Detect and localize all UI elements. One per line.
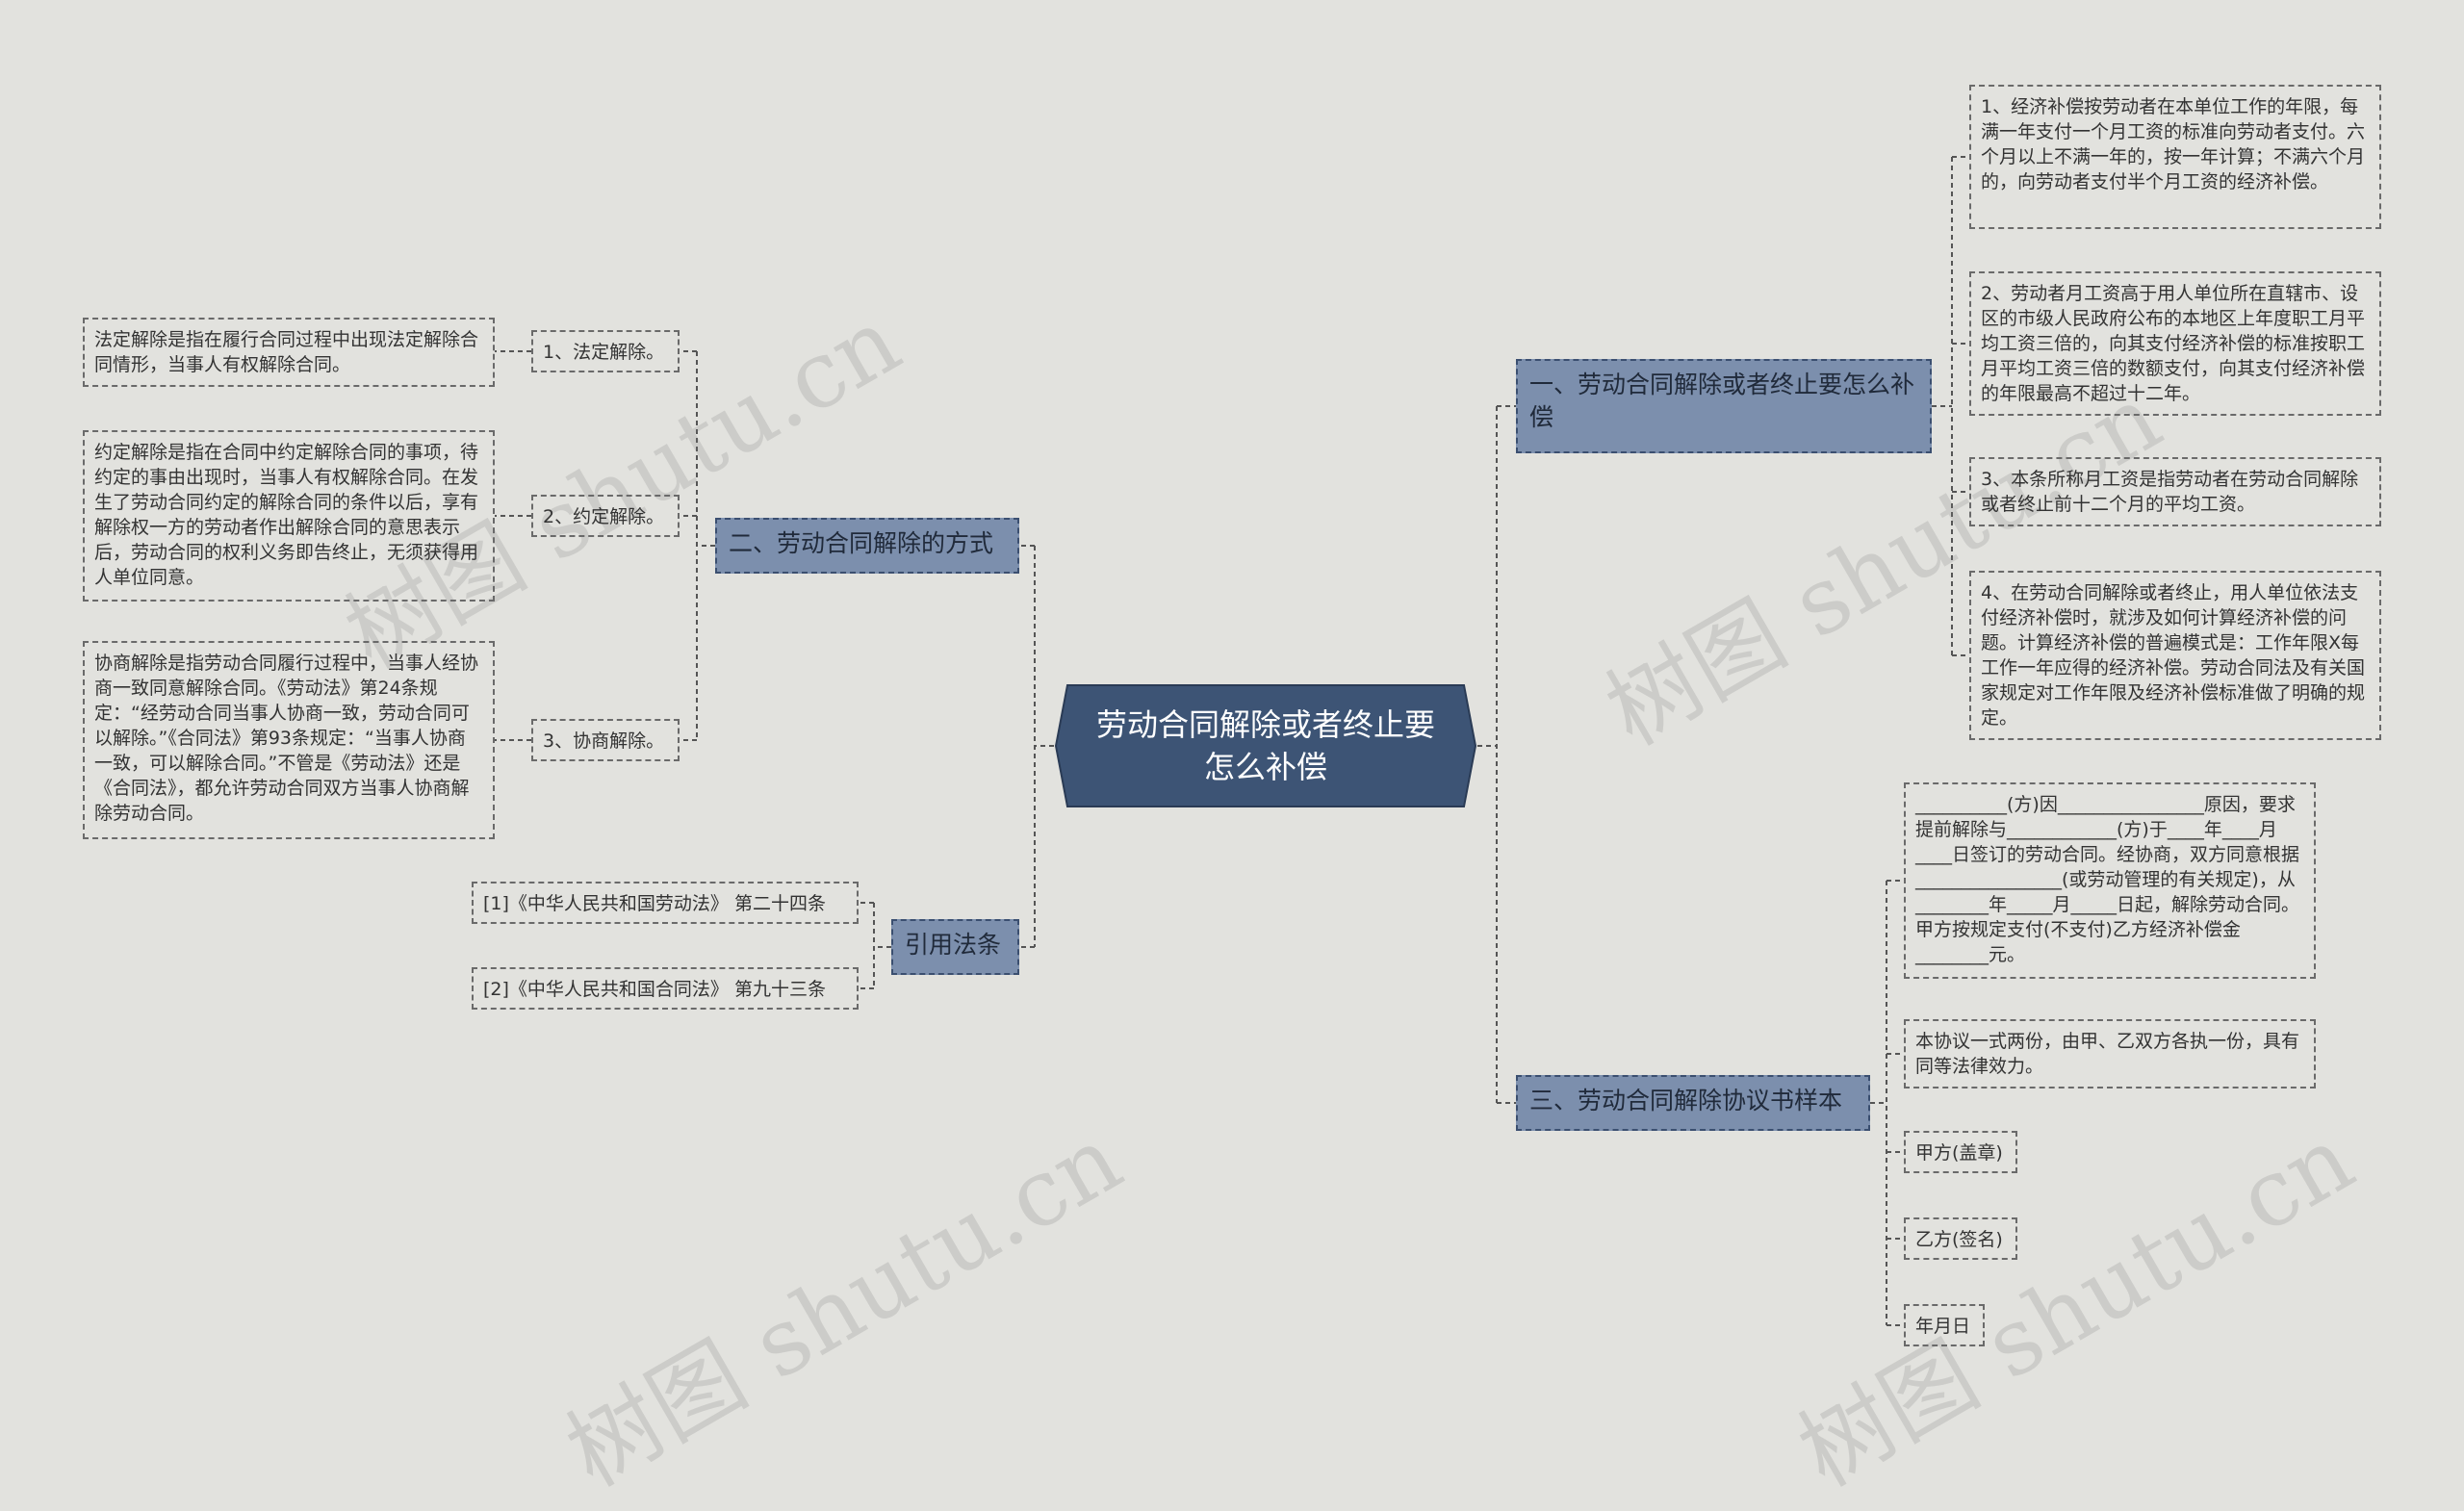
compensation-item-2[interactable]: 2、劳动者月工资高于用人单位所在直辖市、设区的市级人民政府公布的本地区上年度职工… — [1969, 271, 2381, 416]
node-statutory-dissolution[interactable]: 1、法定解除。 — [531, 330, 680, 372]
branch-cited-articles[interactable]: 引用法条 — [891, 919, 1019, 975]
agreement-body-text[interactable]: __________(方)因________________原因，要求提前解除与… — [1904, 782, 2316, 979]
detail-statutory-dissolution[interactable]: 法定解除是指在履行合同过程中出现法定解除合同情形，当事人有权解除合同。 — [83, 318, 495, 387]
compensation-item-1[interactable]: 1、经济补偿按劳动者在本单位工作的年限，每满一年支付一个月工资的标准向劳动者支付… — [1969, 85, 2381, 229]
citation-labor-law[interactable]: [1]《中华人民共和国劳动法》 第二十四条 — [472, 882, 859, 924]
branch-label: 三、劳动合同解除协议书样本 — [1529, 1087, 1843, 1114]
date-line[interactable]: 年月日 — [1904, 1304, 1985, 1346]
agreement-copies-text[interactable]: 本协议一式两份，由甲、乙双方各执一份，具有同等法律效力。 — [1904, 1019, 2316, 1088]
mind-map: 树图 shutu.cn 树图 shutu.cn 树图 shutu.cn 树图 s… — [83, 85, 2381, 1507]
branch-dissolution-methods[interactable]: 二、劳动合同解除的方式 — [715, 518, 1019, 574]
branch-label: 一、劳动合同解除或者终止要怎么补偿 — [1529, 371, 1915, 431]
central-topic-shape — [1054, 684, 1477, 807]
compensation-item-3[interactable]: 3、本条所称月工资是指劳动者在劳动合同解除或者终止前十二个月的平均工资。 — [1969, 457, 2381, 526]
node-negotiated-dissolution[interactable]: 3、协商解除。 — [531, 719, 680, 761]
detail-agreed-dissolution[interactable]: 约定解除是指在合同中约定解除合同的事项，待约定的事由出现时，当事人有权解除合同。… — [83, 430, 495, 602]
central-topic-label: 劳动合同解除或者终止要怎么补偿 — [1095, 706, 1435, 785]
node-agreed-dissolution[interactable]: 2、约定解除。 — [531, 495, 680, 537]
branch-label: 引用法条 — [905, 931, 1002, 959]
detail-negotiated-dissolution[interactable]: 协商解除是指劳动合同履行过程中，当事人经协商一致同意解除合同。《劳动法》第24条… — [83, 641, 495, 839]
branch-compensation[interactable]: 一、劳动合同解除或者终止要怎么补偿 — [1516, 359, 1932, 453]
central-topic[interactable]: 劳动合同解除或者终止要怎么补偿 — [1054, 683, 1477, 808]
party-a-seal[interactable]: 甲方(盖章) — [1904, 1131, 2017, 1173]
branch-label: 二、劳动合同解除的方式 — [729, 529, 994, 557]
connector-lines — [495, 156, 1969, 1326]
party-b-signature[interactable]: 乙方(签名) — [1904, 1217, 2017, 1260]
compensation-item-4[interactable]: 4、在劳动合同解除或者终止，用人单位依法支付经济补偿时，就涉及如何计算经济补偿的… — [1969, 571, 2381, 740]
citation-contract-law[interactable]: [2]《中华人民共和国合同法》 第九十三条 — [472, 967, 859, 1010]
branch-agreement-sample[interactable]: 三、劳动合同解除协议书样本 — [1516, 1075, 1870, 1131]
